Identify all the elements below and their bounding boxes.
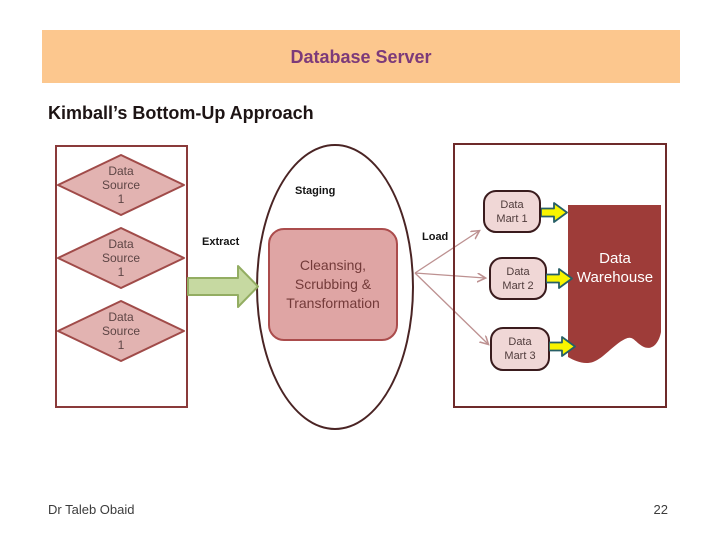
diamond-shape: [57, 154, 185, 216]
cleansing-line: Cleansing,: [299, 257, 367, 273]
cleansing-line: Scrubbing &: [294, 276, 372, 292]
data-warehouse-shape: [568, 205, 661, 364]
diamond-shape: [57, 300, 185, 362]
cleansing-line: Transformation: [286, 295, 380, 311]
banner: Database Server: [42, 30, 680, 83]
banner-title: Database Server: [290, 47, 432, 67]
load-connector-lines: [414, 222, 500, 356]
data-source-diamond-3: Data Source 1: [56, 300, 186, 362]
diamond-shape: [57, 227, 185, 289]
mart-arrow-3: [549, 336, 576, 357]
data-mart-3: Data Mart 3: [490, 327, 550, 371]
footer-author: Dr Taleb Obaid: [48, 502, 135, 517]
data-source-label: Data Source 1: [101, 164, 141, 206]
data-warehouse-label: Data Warehouse: [576, 250, 654, 286]
mart-arrow-1: [541, 202, 568, 223]
data-marts-box: [453, 143, 667, 408]
data-source-diamond-1: Data Source 1: [56, 154, 186, 216]
cleansing-box: Cleansing, Scrubbing & Transformation: [268, 228, 398, 341]
data-mart-2: Data Mart 2: [489, 257, 547, 300]
extract-label: Extract: [202, 236, 240, 248]
connector-arrow: [414, 231, 479, 274]
extract-arrow: [187, 265, 259, 308]
data-source-label: Data Source 1: [101, 237, 141, 279]
connector-arrow: [414, 272, 485, 278]
mart-arrow-2: [546, 268, 573, 289]
staging-label: Staging: [295, 185, 336, 197]
connector-arrow: [414, 272, 488, 344]
data-mart-1: Data Mart 1: [483, 190, 541, 233]
footer-page-number: 22: [653, 502, 668, 517]
slide-subtitle: Kimball’s Bottom-Up Approach: [48, 103, 314, 123]
data-source-label: Data Source 1: [101, 310, 141, 352]
load-label: Load: [422, 231, 449, 243]
data-source-diamond-2: Data Source 1: [56, 227, 186, 289]
